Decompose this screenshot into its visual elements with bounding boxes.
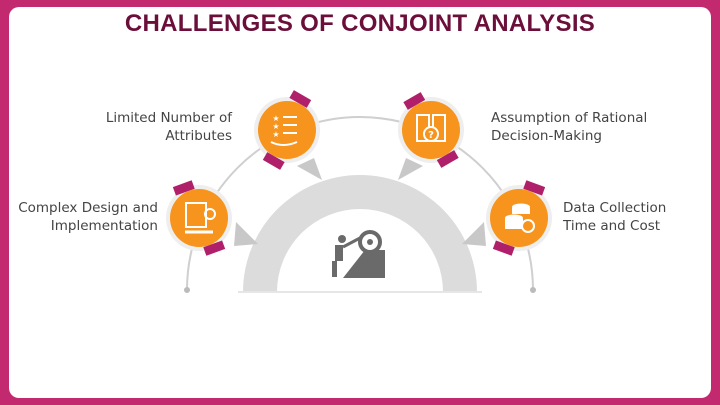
arc-end-dot-right <box>530 287 536 293</box>
arrow-1 <box>234 222 258 246</box>
label-line: Implementation <box>50 218 158 234</box>
label-limited-attributes: Limited Number of Attributes <box>60 109 232 145</box>
svg-text:★: ★ <box>272 130 279 139</box>
node-4 <box>486 180 552 256</box>
decision-head-icon <box>416 114 446 142</box>
arrow-4 <box>462 222 486 246</box>
node-1 <box>166 180 232 256</box>
label-line: Assumption of Rational <box>491 110 648 126</box>
central-arch <box>243 175 477 292</box>
rating-list-hand-icon <box>270 116 298 146</box>
svg-text:★: ★ <box>272 114 279 123</box>
database-clock-icon <box>505 203 535 233</box>
label-line: Complex Design and <box>18 200 158 216</box>
node-2: ★ ★ ★ <box>254 90 320 170</box>
slide-title: CHALLENGES OF CONJOINT ANALYSIS <box>124 10 596 37</box>
label-line: Decision-Making <box>491 128 602 144</box>
person-climbing-gear-icon <box>332 230 385 278</box>
label-rational-decision: Assumption of Rational Decision-Making <box>491 109 691 145</box>
label-complex-design: Complex Design and Implementation <box>10 199 158 235</box>
label-line: Limited Number of <box>105 110 232 126</box>
label-line: Time and Cost <box>563 218 661 234</box>
arrow-2 <box>297 158 322 180</box>
node-3: ? <box>398 92 464 168</box>
label-line: Data Collection <box>563 200 667 216</box>
svg-text:★: ★ <box>272 122 279 131</box>
label-line: Attributes <box>165 128 232 144</box>
svg-text:?: ? <box>428 130 434 141</box>
arc-end-dot-left <box>184 287 190 293</box>
arrow-3 <box>398 158 423 180</box>
label-data-collection: Data Collection Time and Cost <box>563 199 703 235</box>
